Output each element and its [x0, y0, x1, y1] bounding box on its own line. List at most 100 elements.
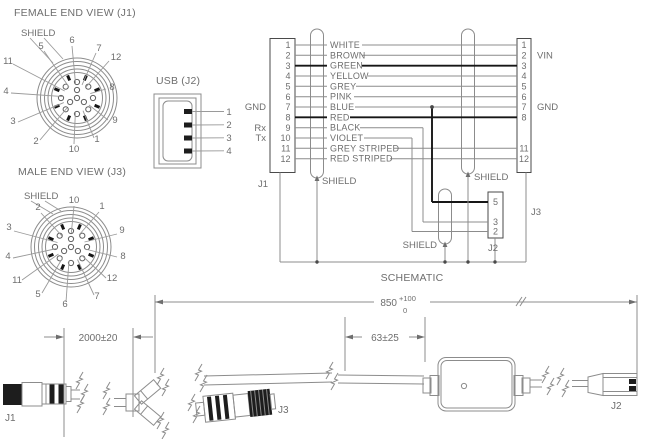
wire-color-6: PINK	[330, 92, 352, 102]
male-pin-label-2: 2	[35, 202, 40, 213]
converter-box-drawing	[422, 357, 555, 412]
male-pin-label-9: 9	[119, 225, 124, 236]
female-pin-label-1: 1	[94, 134, 99, 145]
male-pin-label-10: 10	[69, 195, 80, 206]
shield-arrow	[442, 241, 448, 247]
j1-connector-box	[269, 38, 296, 173]
j1-connector-drawing: J1	[3, 371, 89, 424]
schematic: WHITE BROWN GREEN YELLOW GREY PINK BLUE …	[245, 28, 558, 284]
schematic-title: SCHEMATIC	[381, 272, 444, 284]
j3-pin-12: 12	[519, 154, 529, 164]
bus-junction-dot	[315, 260, 319, 264]
rx-label: Rx	[254, 123, 266, 134]
wire-row-9	[295, 127, 488, 223]
bus-junction-dot	[443, 260, 447, 264]
male-pins	[51, 227, 91, 267]
j3-pin-5: 5	[521, 82, 526, 92]
dim-overall-minus: 0	[403, 306, 407, 315]
usb-end-view: USB (J2) 1 2 3 4	[153, 75, 232, 169]
dim-overall-value: 850	[380, 298, 397, 309]
dim-overall: 850 +100 0	[155, 294, 637, 315]
usb-view-title: USB (J2)	[156, 75, 200, 87]
female-pin-label-5: 5	[38, 41, 43, 52]
j3-pin-8: 8	[521, 113, 526, 123]
wire-color-5: GREY	[330, 81, 356, 91]
wire-color-7: BLUE	[330, 102, 354, 112]
female-pin-label-11: 11	[3, 56, 13, 67]
female-pin-label-3: 3	[10, 116, 15, 127]
male-pin-label-12: 12	[107, 273, 118, 284]
wire-row-10	[295, 137, 488, 232]
schematic-j3-label: J3	[531, 207, 541, 218]
vin-label: VIN	[537, 51, 553, 62]
usb-pin-label-4: 4	[226, 146, 231, 157]
wire-color-1: WHITE	[330, 40, 360, 50]
female-pin-label-8: 8	[109, 82, 114, 93]
wire-color-8: RED	[330, 112, 350, 122]
j1-pin-11: 11	[281, 144, 290, 154]
female-pin-label-2: 2	[33, 136, 38, 147]
tx-label: Tx	[255, 133, 266, 144]
male-shield-label: SHIELD	[24, 191, 58, 202]
j3-pin-7: 7	[521, 102, 526, 112]
female-pin-label-4: 4	[3, 86, 8, 97]
female-pin-label-12: 12	[111, 52, 122, 63]
j3-pin-6: 6	[521, 92, 526, 102]
j3-pin-2: 2	[521, 51, 526, 61]
j3-pin-3: 3	[521, 61, 526, 71]
shield-ground-bus	[279, 172, 527, 263]
bus-junction-dot	[493, 260, 497, 264]
shield-loop-right	[461, 28, 475, 175]
j1-pin-6: 6	[285, 92, 290, 102]
usb-pin-label-3: 3	[226, 133, 231, 144]
shield-label-usb: SHIELD	[403, 240, 437, 251]
j3-connector-body	[195, 388, 277, 423]
j3-pin-1: 1	[521, 40, 526, 50]
male-pin-label-8: 8	[120, 251, 125, 262]
schematic-j1-label: J1	[258, 179, 268, 190]
shield-arrow	[465, 171, 471, 177]
female-end-view: FEMALE END VIEW (J1)	[3, 7, 136, 155]
j1-pin-5: 5	[285, 82, 290, 92]
usb-pin-label-2: 2	[226, 120, 231, 131]
j1-pin-9: 9	[285, 123, 290, 133]
shield-label-right: SHIELD	[474, 172, 508, 183]
male-end-view: MALE END VIEW (J3)	[5, 166, 125, 310]
female-pin-label-10: 10	[69, 144, 80, 155]
female-pin-label-7: 7	[96, 43, 101, 54]
female-leader-lines	[10, 37, 110, 145]
male-leader-lines	[12, 200, 118, 303]
wire-rows	[295, 44, 517, 232]
dim-box-value: 63±25	[371, 333, 399, 344]
assembly-drawing: 850 +100 0 2000±20 63±25	[3, 294, 638, 439]
j3-connector-box	[516, 38, 532, 173]
y-splitter-drawing	[102, 367, 170, 439]
shield-arrow	[314, 175, 320, 181]
usb-plug-drawing: J2	[556, 367, 638, 412]
j3-connector-drawing: J3	[187, 361, 425, 424]
female-pin-label-6: 6	[69, 35, 74, 46]
j2-pin-2: 2	[493, 227, 498, 237]
wire-color-3: GREEN	[330, 61, 363, 71]
usb-leader-lines	[191, 111, 225, 152]
usb-connector-face-icon	[153, 93, 202, 169]
dim-cable-value: 2000±20	[79, 333, 118, 344]
female-shield-label: SHIELD	[21, 28, 55, 39]
wire-color-9: BLACK	[330, 123, 361, 133]
male-pin-label-4: 4	[5, 251, 10, 262]
j3-pin-11: 11	[519, 144, 528, 154]
j1-pin-3: 3	[285, 61, 290, 71]
j1-pin-10: 10	[280, 133, 290, 143]
j2-pin-3: 3	[493, 217, 498, 227]
male-pin-label-11: 11	[12, 275, 22, 286]
wire-color-2: BROWN	[330, 50, 366, 60]
assembly-j1-label: J1	[5, 413, 16, 424]
male-pin-label-7: 7	[94, 291, 99, 302]
j1-pin-4: 4	[285, 71, 290, 81]
shield-loop-left	[310, 28, 324, 179]
junction-dot	[430, 105, 434, 109]
j3-pin-4: 4	[521, 71, 526, 81]
shield-label-left: SHIELD	[322, 176, 356, 187]
j1-pin-1: 1	[285, 40, 290, 50]
